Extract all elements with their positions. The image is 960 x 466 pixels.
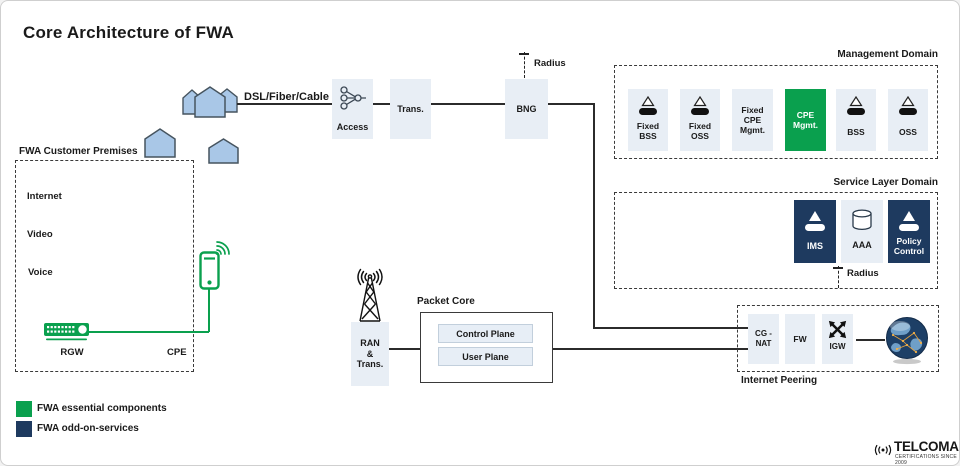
trans-label: Trans. [397, 103, 424, 114]
telcoma-logo-text: TELCOMA [894, 439, 959, 454]
radius-tick [833, 267, 843, 269]
rgw-label: RGW [60, 347, 84, 358]
radius-tick [519, 53, 529, 55]
internet-peering-box [737, 305, 939, 372]
connector-packetcore-cgnat [553, 348, 748, 350]
ims-label: IMS [806, 241, 823, 251]
dsl-fiber-cable-label: DSL/Fiber/Cable [242, 91, 331, 103]
user-plane-label: User Plane [462, 351, 509, 362]
igw-node: IGW [822, 314, 853, 364]
connector-trans-bng [431, 103, 505, 105]
bng-node: BNG [505, 79, 548, 139]
packet-core-title: Packet Core [417, 296, 475, 307]
fw-label: FW [793, 333, 807, 344]
fixed-bss-label: Fixed BSS [636, 121, 660, 142]
ran-trans-label: RAN & Trans. [356, 337, 384, 370]
customer-premises-box [15, 160, 194, 372]
connector-bng-cgnat [593, 327, 748, 329]
aaa-node: AAA [841, 200, 883, 263]
connector-rgw-cpe [89, 331, 209, 333]
fixed-oss-node: Fixed OSS [680, 89, 720, 151]
house-icon [208, 138, 239, 164]
fixed-bss-node: Fixed BSS [628, 89, 668, 151]
management-domain-box [614, 65, 938, 159]
service-voice: Voice [28, 267, 53, 278]
splitter-icon [339, 86, 366, 110]
connector-bng-east [548, 103, 594, 105]
legend-swatch-essential [16, 401, 32, 417]
control-plane-node: Control Plane [438, 324, 533, 343]
connector-bng-down [593, 103, 595, 328]
crossed-arrows-icon [828, 320, 847, 339]
server-icon-white [899, 211, 919, 231]
ran-trans-node: RAN & Trans. [351, 322, 389, 386]
legend-label-essential: FWA essential components [37, 403, 167, 414]
trans-node: Trans. [390, 79, 431, 139]
igw-label: IGW [829, 342, 846, 351]
globe-icon [886, 317, 928, 365]
connector-access-trans [373, 103, 390, 105]
fw-node: FW [785, 314, 815, 364]
connector-igw-internet [856, 339, 885, 341]
rgw-router-icon [44, 323, 89, 341]
legend-label-addon: FWA odd-on-services [37, 423, 139, 434]
policy-control-node: Policy Control [888, 200, 930, 263]
server-icon [691, 95, 709, 115]
house-icon [194, 86, 226, 118]
radius-dashed-line [838, 266, 839, 288]
cpe-mgmt-node: CPE Mgmt. [785, 89, 826, 151]
connector-cpe-down [208, 289, 210, 332]
internet-peering-title: Internet Peering [741, 375, 818, 386]
bss-node: BSS [836, 89, 876, 151]
service-domain-box [614, 192, 938, 289]
fixed-oss-label: Fixed OSS [688, 121, 712, 142]
aaa-label: AAA [852, 240, 872, 250]
server-icon-white [805, 211, 825, 231]
customer-premises-title: FWA Customer Premises [19, 146, 138, 157]
policy-control-label: Policy Control [893, 236, 925, 257]
service-internet: Internet [27, 191, 62, 202]
radius-dashed-line [524, 52, 525, 78]
cell-tower-icon [357, 268, 383, 322]
page-title: Core Architecture of FWA [23, 23, 235, 42]
connector-ran-packetcore [389, 348, 420, 350]
radius-label-aaa: Radius [847, 268, 879, 279]
wifi-icon [215, 241, 230, 255]
connector-houses-access [237, 103, 333, 105]
control-plane-label: Control Plane [456, 328, 515, 339]
cgnat-label: CG - NAT [755, 329, 772, 348]
radius-label-bng: Radius [534, 58, 566, 69]
cpe-label: CPE [167, 347, 187, 358]
server-icon [639, 95, 657, 115]
ims-node: IMS [794, 200, 836, 263]
access-node: Access [332, 79, 373, 139]
access-label: Access [336, 122, 369, 133]
oss-label: OSS [899, 127, 917, 137]
telcoma-signal-icon [874, 444, 892, 456]
server-icon [847, 95, 865, 115]
oss-node: OSS [888, 89, 928, 151]
telcoma-tagline: CERTIFICATIONS SINCE 2009 [895, 454, 957, 466]
service-domain-title: Service Layer Domain [833, 177, 939, 188]
service-video: Video [27, 229, 53, 240]
bss-label: BSS [847, 127, 865, 137]
cpe-phone-icon [199, 251, 220, 290]
database-icon [852, 209, 872, 231]
house-icon [144, 128, 176, 158]
server-icon [899, 95, 917, 115]
management-domain-title: Management Domain [837, 49, 938, 60]
cgnat-node: CG - NAT [748, 314, 779, 364]
fixed-cpe-mgmt-node: Fixed CPE Mgmt. [732, 89, 773, 151]
user-plane-node: User Plane [438, 347, 533, 366]
bng-label: BNG [516, 103, 537, 114]
legend-swatch-addon [16, 421, 32, 437]
cpe-mgmt-label: CPE Mgmt. [792, 109, 819, 130]
fixed-cpe-mgmt-label: Fixed CPE Mgmt. [739, 104, 766, 136]
